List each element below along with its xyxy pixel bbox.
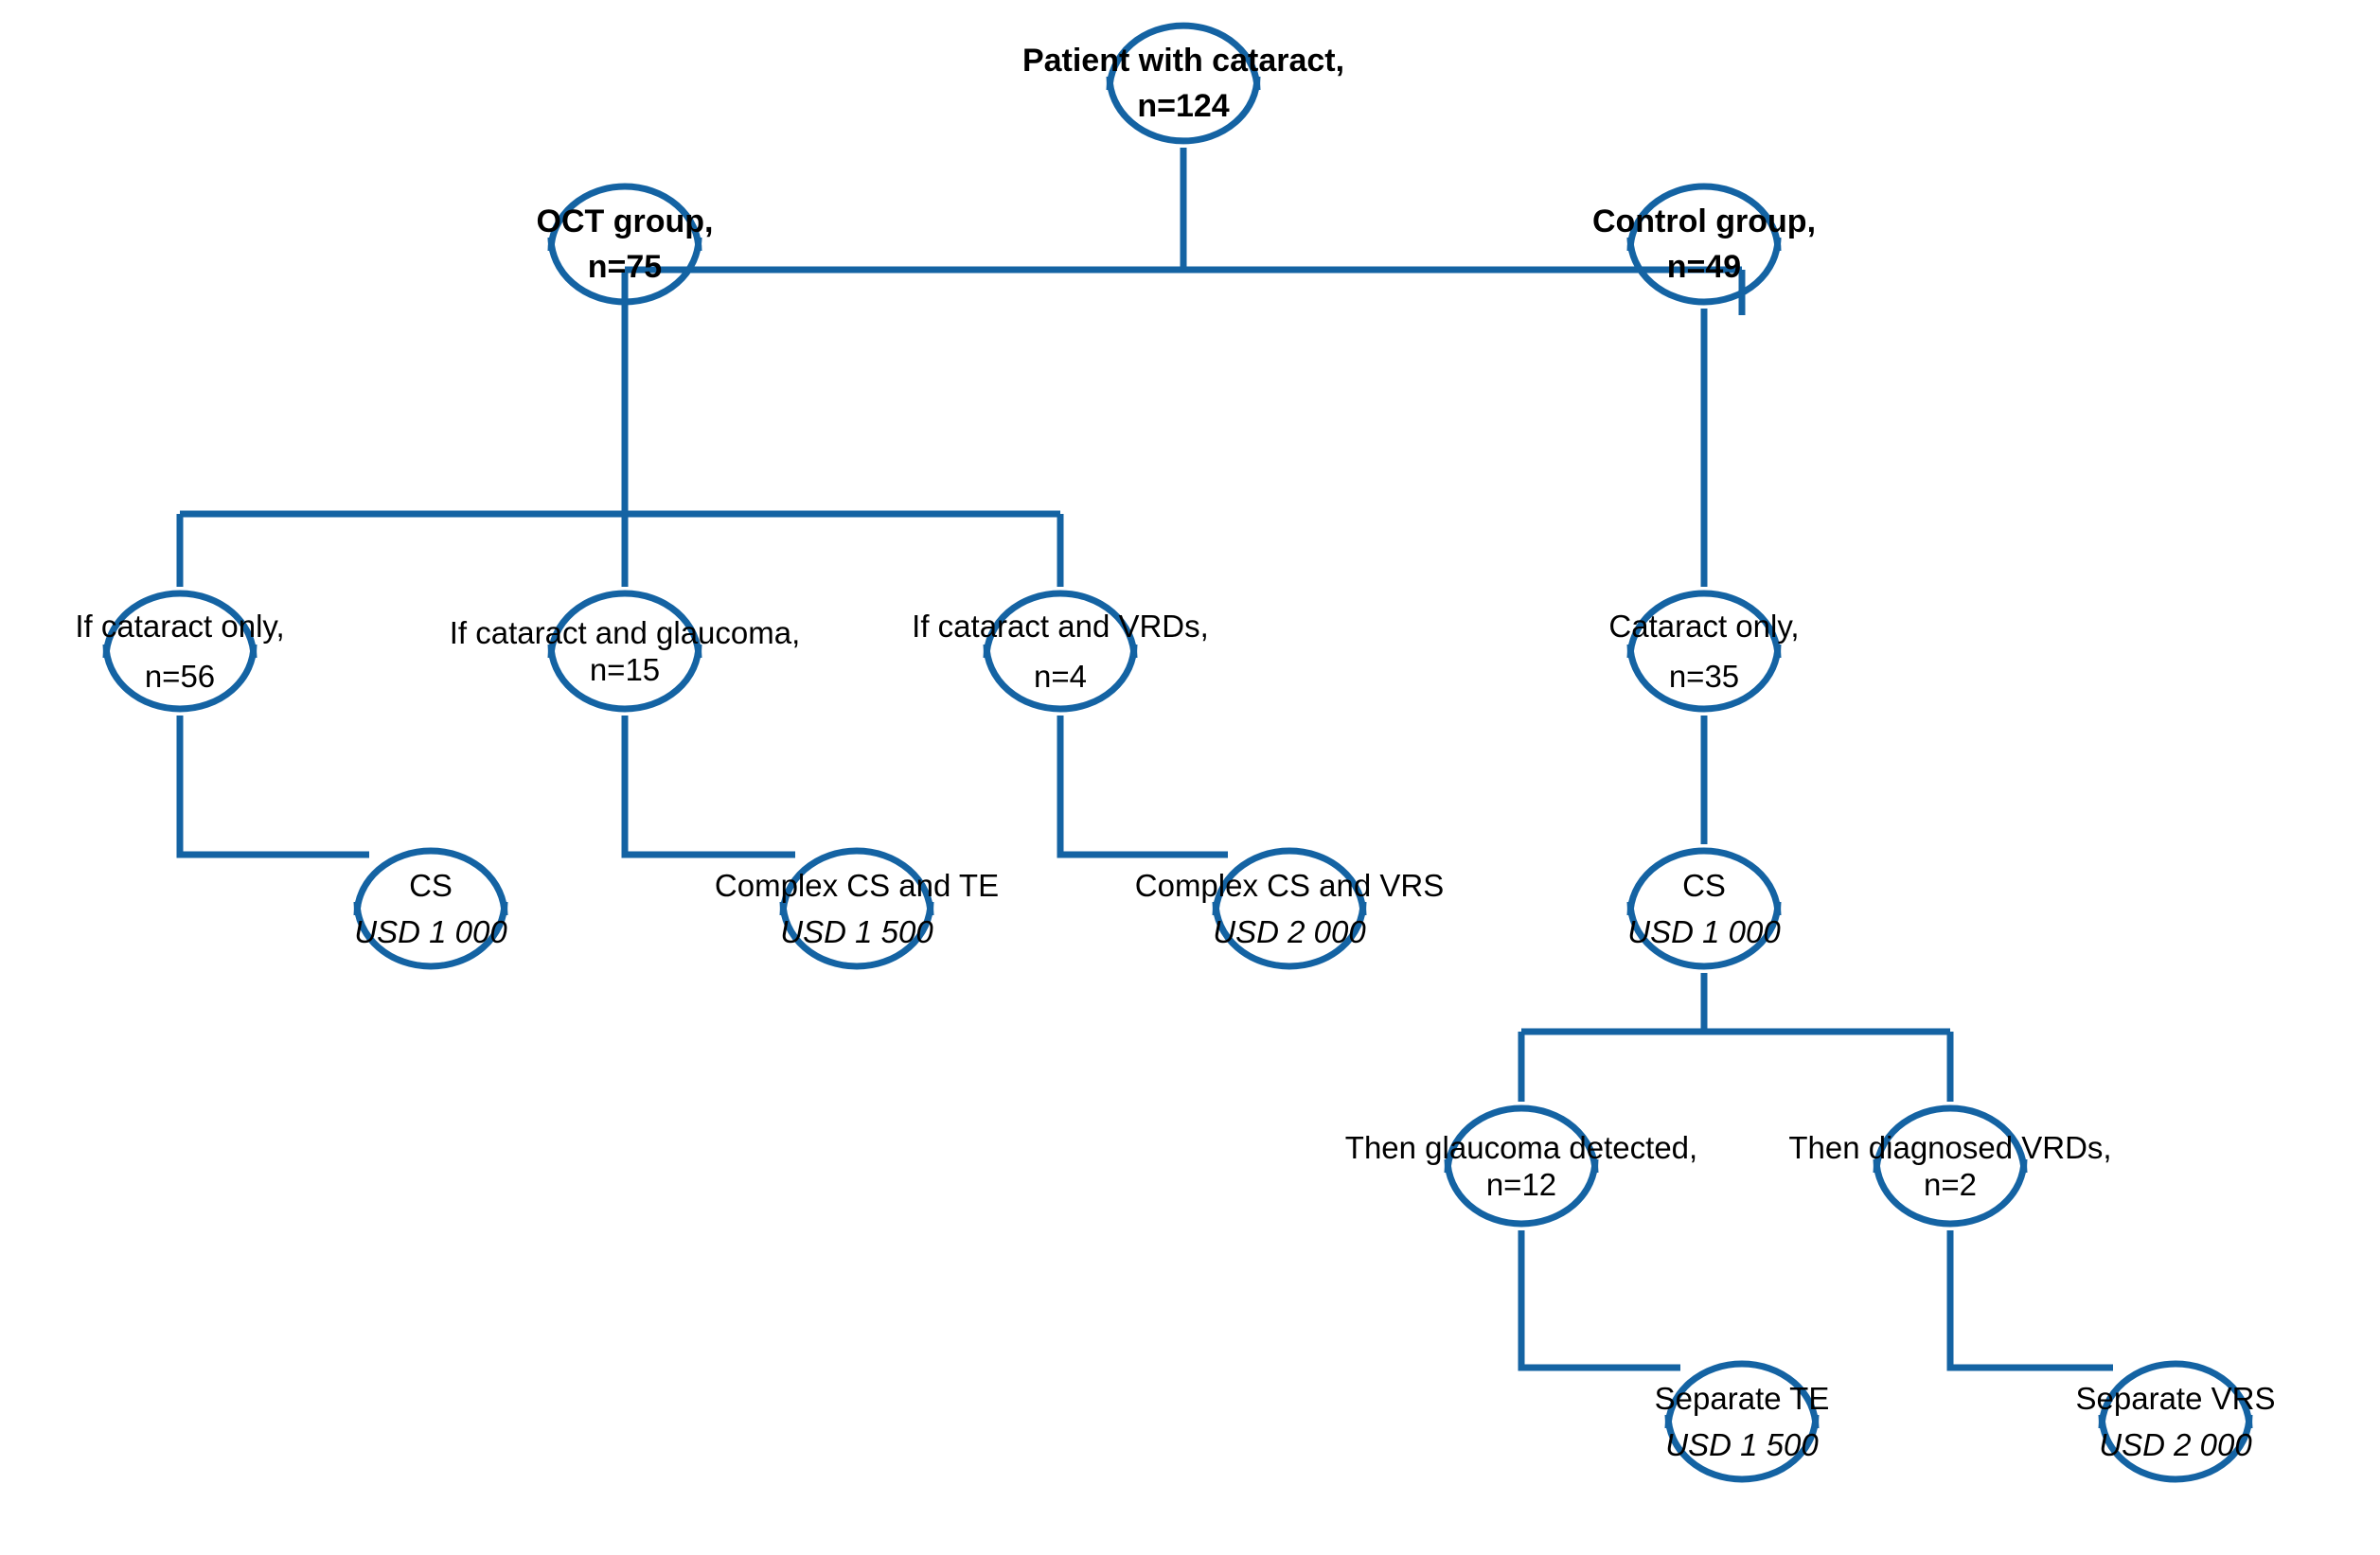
node-shape-then-glaucoma-bottom [1444,1158,1599,1228]
connector-elbow-complex-cs-vrs [1057,716,1228,858]
node-shape-cs-oct-top [353,847,508,916]
node-shape-control-top [1626,183,1782,252]
node-shape-cataract-glaucoma-top [547,590,702,659]
node-shape-cataract-only-oct-bottom [102,644,258,713]
node-shape-cataract-only-control-top [1626,590,1782,659]
connector-elbow-separate-te [1518,1230,1680,1371]
node-shape-then-glaucoma-top [1444,1104,1599,1174]
connector-root-to-groups [621,148,1742,315]
node-shape-oct-bottom [547,237,702,306]
node-shape-control-bottom [1626,237,1782,306]
node-shape-root-top [1106,22,1261,91]
node-shape-cataract-glaucoma-bottom [547,644,702,713]
connector-elbow-separate-vrs [1946,1230,2113,1371]
node-shape-then-vrds-top [1873,1104,2028,1174]
connector-elbow-cs-oct [176,716,369,858]
node-shape-separate-vrs-bottom [2098,1414,2253,1483]
node-shape-cs-control-bottom [1626,901,1782,970]
node-shape-oct-top [547,183,702,252]
connector-group [176,148,2113,1371]
node-shape-separate-te-top [1664,1360,1820,1429]
node-shape-cataract-only-oct-top [102,590,258,659]
node-shape-cs-control-top [1626,847,1782,916]
node-shape-complex-cs-te-top [779,847,934,916]
node-shape-cataract-vrds-bottom [983,644,1138,713]
node-shape-cataract-only-control-bottom [1626,644,1782,713]
node-shape-root-bottom [1106,76,1261,145]
node-shape-complex-cs-te-bottom [779,901,934,970]
node-shape-then-vrds-bottom [1873,1158,2028,1228]
node-shape-cataract-vrds-top [983,590,1138,659]
node-shape-separate-te-bottom [1664,1414,1820,1483]
node-shape-cs-oct-bottom [353,901,508,970]
node-shape-complex-cs-vrs-bottom [1212,901,1367,970]
connector-elbow-complex-cs-te [621,716,795,858]
node-shape-complex-cs-vrs-top [1212,847,1367,916]
node-shape-separate-vrs-top [2098,1360,2253,1429]
node-arc-group [102,22,2253,1483]
